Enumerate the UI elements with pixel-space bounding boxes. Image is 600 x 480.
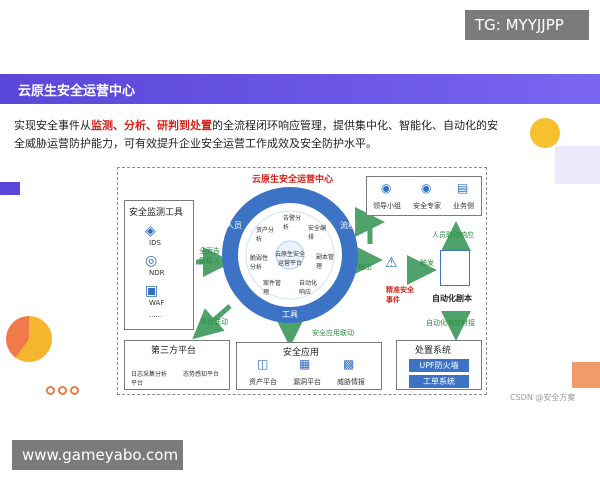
tool-more: ...... bbox=[149, 311, 163, 319]
flow-output: 输出 bbox=[358, 263, 372, 271]
asset-icon: ◫ bbox=[257, 357, 269, 371]
disposal-title: 处置系统 bbox=[415, 346, 452, 356]
intro-text-1: 实现安全事件从 bbox=[14, 119, 91, 132]
flow-platform-link: 平台联动 bbox=[200, 318, 228, 326]
tool-ids: IDS bbox=[149, 239, 161, 247]
security-apps-title: 安全应用 bbox=[283, 348, 320, 358]
warning-icon: ⚠ bbox=[385, 255, 398, 271]
inner-item: 安全编排 bbox=[308, 225, 327, 241]
role-expert: 安全专家 bbox=[413, 202, 441, 210]
monitor-tools-title: 安全监测工具 bbox=[129, 208, 184, 218]
flow-auto-dock: 自动化响应对接 bbox=[426, 319, 475, 327]
roles-box: ◉ ◉ ▤ 领导小组 安全专家 业务侧 bbox=[366, 176, 482, 216]
intro-highlight: 监测、分析、研判到处置 bbox=[91, 119, 212, 132]
decorative-panel bbox=[555, 146, 600, 184]
threat-icon: ▩ bbox=[343, 357, 355, 371]
ndr-icon: ◎ bbox=[145, 253, 158, 269]
intro-text-2: 的全流程闭环响应管理，提供集中化、智能化、自动化的安 bbox=[212, 119, 498, 132]
flow-alert-in: 全面告警接入 bbox=[199, 247, 220, 265]
section-banner: 云原生安全运营中心 bbox=[0, 74, 600, 104]
expert-icon: ◉ bbox=[421, 181, 432, 195]
inner-item: 脆弱性分析 bbox=[250, 255, 269, 271]
flow-app-link: 安全应用联动 bbox=[312, 329, 354, 337]
tool-ndr: NDR bbox=[149, 269, 165, 277]
inner-item: 资产分析 bbox=[256, 227, 275, 243]
third-party-log: 日志采集分析平台 bbox=[131, 371, 168, 387]
section-title: 云原生安全运营中心 bbox=[18, 84, 136, 99]
center-title: 云原生安全运营中心 bbox=[252, 175, 334, 185]
intro-paragraph: 实现安全事件从监测、分析、研判到处置的全流程闭环响应管理，提供集中化、智能化、自… bbox=[14, 117, 534, 153]
monitor-tools-box: 安全监测工具 ◈ IDS ◎ NDR ▣ WAF ...... bbox=[124, 200, 194, 330]
security-apps-box: 安全应用 ◫ ▦ ▩ 资产平台 漏洞平台 威胁情报 bbox=[236, 342, 382, 390]
tool-waf: WAF bbox=[149, 299, 165, 307]
auto-script-label: 自动化剧本 bbox=[432, 294, 472, 303]
waf-icon: ▣ bbox=[145, 283, 159, 299]
source-credit: CSDN @安全方案 bbox=[510, 393, 576, 402]
intro-text-3: 全威胁运营防护能力，可有效提升企业安全运营工作成效及安全防护水平。 bbox=[14, 137, 377, 150]
accurate-event-label: 精准安全事件 bbox=[386, 286, 414, 304]
ring-label-process: 流程 bbox=[340, 221, 356, 230]
decorative-bar bbox=[0, 182, 20, 195]
watermark-top-overlay: TG: MYYJJPP bbox=[465, 10, 589, 40]
diagram-frame bbox=[117, 167, 487, 395]
decorative-block bbox=[572, 362, 600, 388]
app-vuln: 漏洞平台 bbox=[293, 378, 321, 386]
decorative-circle bbox=[530, 118, 560, 148]
disposal-ticket: 工单系统 bbox=[409, 375, 469, 388]
ring-label-tools: 工具 bbox=[282, 310, 298, 319]
inner-item: 告警分析 bbox=[283, 215, 302, 231]
vuln-icon: ▦ bbox=[299, 357, 311, 371]
third-party-situation: 态势感知平台 bbox=[183, 371, 220, 378]
leader-icon: ◉ bbox=[381, 181, 392, 195]
inner-item: 案件管理 bbox=[263, 280, 282, 296]
ring-label-people: 人员 bbox=[226, 221, 242, 230]
flow-trigger: 触发 bbox=[420, 259, 434, 267]
watermark-bottom-overlay: www.gameyabo.com bbox=[12, 440, 183, 470]
role-business: 业务侧 bbox=[453, 202, 474, 210]
center-core: 云原生安全运营平台 bbox=[274, 251, 305, 267]
inner-item: 自动化响应 bbox=[299, 280, 318, 296]
flow-human-link: 人员联动响应 bbox=[432, 231, 474, 239]
ids-icon: ◈ bbox=[145, 223, 156, 239]
third-party-box: 第三方平台 日志采集分析平台 态势感知平台 bbox=[124, 340, 230, 390]
role-leader: 领导小组 bbox=[373, 202, 401, 210]
business-icon: ▤ bbox=[457, 181, 469, 195]
decorative-rings bbox=[46, 380, 82, 399]
auto-script-icon bbox=[440, 250, 470, 286]
app-threat: 威胁情报 bbox=[337, 378, 365, 386]
disposal-box: 处置系统 UPF防火墙 工单系统 bbox=[396, 340, 482, 390]
inner-item: 副本管理 bbox=[316, 254, 335, 270]
disposal-firewall: UPF防火墙 bbox=[409, 359, 469, 372]
third-party-title: 第三方平台 bbox=[151, 346, 197, 356]
decorative-pie bbox=[6, 316, 52, 362]
app-asset: 资产平台 bbox=[249, 378, 277, 386]
